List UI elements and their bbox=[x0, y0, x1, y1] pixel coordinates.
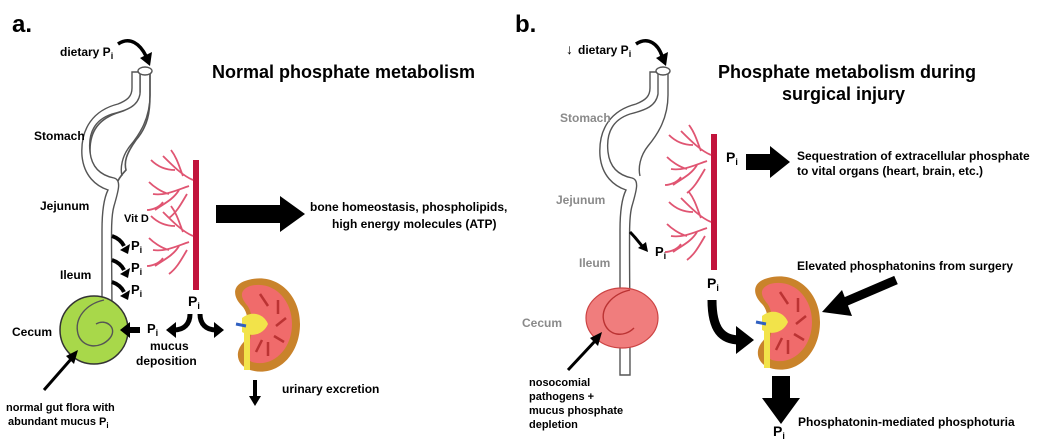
vessel-to-kidney-arrow bbox=[707, 299, 741, 345]
panel-a: a. Normal phosphate metabolism dietary P… bbox=[6, 11, 507, 430]
noso-line3: mucus phosphate bbox=[529, 405, 623, 417]
pi-label-a2: Pi bbox=[131, 260, 142, 277]
jejunum-label-b: Jejunum bbox=[556, 193, 605, 207]
sequestration-arrow bbox=[746, 146, 790, 178]
vitd-label: Vit D bbox=[124, 213, 149, 225]
dietary-arrow-a bbox=[117, 39, 148, 57]
stomach-label-a: Stomach bbox=[34, 129, 85, 143]
bone-line2: high energy molecules (ATP) bbox=[332, 217, 496, 231]
pi-label-a3: Pi bbox=[131, 282, 142, 299]
reduced-indicator-icon: ↓ bbox=[566, 41, 573, 57]
cecum-b bbox=[585, 287, 659, 349]
panel-b-letter: b. bbox=[515, 11, 536, 38]
cecum-label-a: Cecum bbox=[12, 325, 52, 339]
elevated-label: Elevated phosphatonins from surgery bbox=[797, 259, 1013, 273]
pi-vessel-bottom-b: Pi bbox=[707, 275, 719, 293]
panel-a-title: Normal phosphate metabolism bbox=[212, 62, 475, 82]
flora-line2: abundant mucus Pi bbox=[8, 416, 109, 430]
pi-mucus-label: Pi bbox=[147, 321, 158, 338]
cecum-a bbox=[59, 295, 129, 365]
mucus-line1: mucus bbox=[150, 339, 189, 353]
blood-vessel-b bbox=[711, 134, 717, 270]
pi-urine-label-b: Pi bbox=[773, 423, 785, 441]
phosphaturia-arrow bbox=[762, 376, 800, 424]
urinary-arrow bbox=[249, 380, 261, 406]
bone-arrow bbox=[216, 196, 305, 232]
seq-line1: Sequestration of extracellular phosphate bbox=[797, 149, 1030, 163]
bone-line1: bone homeostasis, phospholipids, bbox=[310, 200, 507, 214]
kidney-b bbox=[753, 274, 822, 372]
pi-label-a1: Pi bbox=[131, 238, 142, 255]
gi-tract-b bbox=[599, 66, 671, 376]
phosphatonin-arrow bbox=[838, 275, 898, 309]
dietary-arrow-b bbox=[635, 39, 664, 57]
flora-line1: normal gut flora with bbox=[6, 402, 115, 414]
phosphaturia-label: Phosphatonin-mediated phosphoturia bbox=[798, 415, 1015, 429]
split-arrow-right-a bbox=[197, 313, 217, 333]
flora-pointer-arrow bbox=[42, 357, 74, 391]
panel-b-title-line2: surgical injury bbox=[782, 84, 905, 104]
pi-label-b-gut: Pi bbox=[655, 244, 666, 261]
panel-a-letter: a. bbox=[12, 11, 32, 38]
absorption-arrows-a bbox=[111, 234, 126, 293]
split-arrow-left-a bbox=[173, 313, 193, 333]
panel-b: b. Phosphate metabolism during surgical … bbox=[515, 11, 1030, 441]
seq-line2: to vital organs (heart, brain, etc.) bbox=[797, 164, 983, 178]
stomach-label-b: Stomach bbox=[560, 111, 611, 125]
noso-line2: pathogens + bbox=[529, 391, 594, 403]
noso-line1: nosocomial bbox=[529, 377, 590, 389]
pi-vessel-label-a: Pi bbox=[188, 293, 200, 311]
mucus-arrow bbox=[120, 322, 140, 338]
panel-b-title-line1: Phosphate metabolism during bbox=[718, 62, 976, 82]
ileum-label-a: Ileum bbox=[60, 268, 91, 282]
blood-vessel-a bbox=[193, 160, 199, 290]
cecum-label-b: Cecum bbox=[522, 316, 562, 330]
jejunum-label-a: Jejunum bbox=[40, 199, 89, 213]
mucus-line2: deposition bbox=[136, 354, 197, 368]
nosocomial-pointer-arrow bbox=[566, 338, 598, 372]
noso-line4: depletion bbox=[529, 419, 578, 431]
panel-b-dietary-label: dietary Pi bbox=[578, 43, 631, 59]
ileum-label-b: Ileum bbox=[579, 256, 610, 270]
kidney-a bbox=[233, 276, 302, 374]
pi-vessel-top-b: Pi bbox=[726, 149, 738, 167]
panel-a-dietary-label: dietary Pi bbox=[60, 45, 113, 61]
urinary-label: urinary excretion bbox=[282, 382, 379, 396]
